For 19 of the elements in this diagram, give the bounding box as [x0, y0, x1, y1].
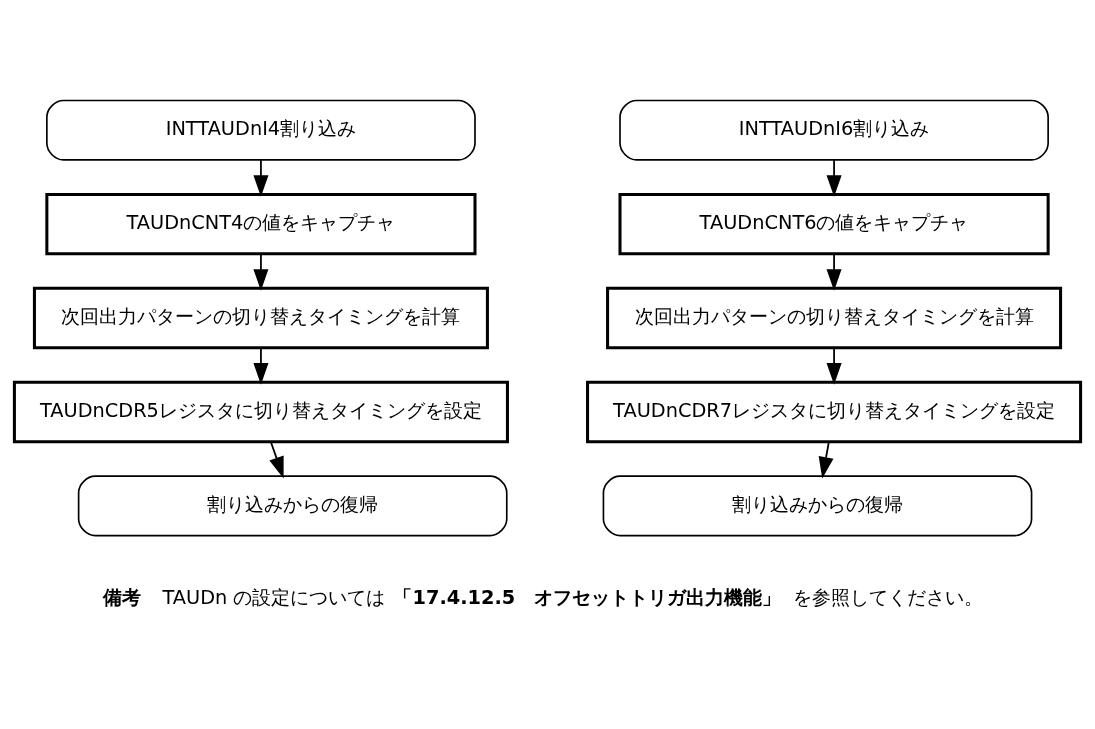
arrow: [253, 252, 269, 291]
arrow: [253, 158, 269, 197]
node-box: TAUDnCNT4の値をキャプチャ: [45, 192, 477, 255]
arrow: [253, 346, 269, 385]
node-box: 次回出力パターンの切り替えタイミングを計算: [32, 286, 489, 349]
arrow: [826, 158, 842, 197]
label: 備考 TAUDn の設定については「17.4.12.5 オフセットトリガ出力機能」を参照してください。: [103, 585, 983, 609]
arrow: [269, 440, 284, 478]
node-box: 次回出力パターンの切り替えタイミングを計算: [606, 286, 1063, 349]
node-box: 割り込みからの復帰: [602, 474, 1033, 536]
arrow: [818, 440, 834, 479]
node-box: TAUDnCDR5レジスタに切り替えタイミングを設定: [12, 380, 509, 443]
arrow: [826, 252, 842, 291]
arrow: [826, 346, 842, 385]
node-box: TAUDnCDR7レジスタに切り替えタイミングを設定: [586, 380, 1083, 443]
node-box: 割り込みからの復帰: [77, 474, 508, 536]
node-box: TAUDnCNT6の値をキャプチャ: [618, 192, 1050, 255]
node-box: INTTAUDnI6割り込み: [619, 99, 1049, 161]
node-box: INTTAUDnI4割り込み: [46, 99, 476, 161]
